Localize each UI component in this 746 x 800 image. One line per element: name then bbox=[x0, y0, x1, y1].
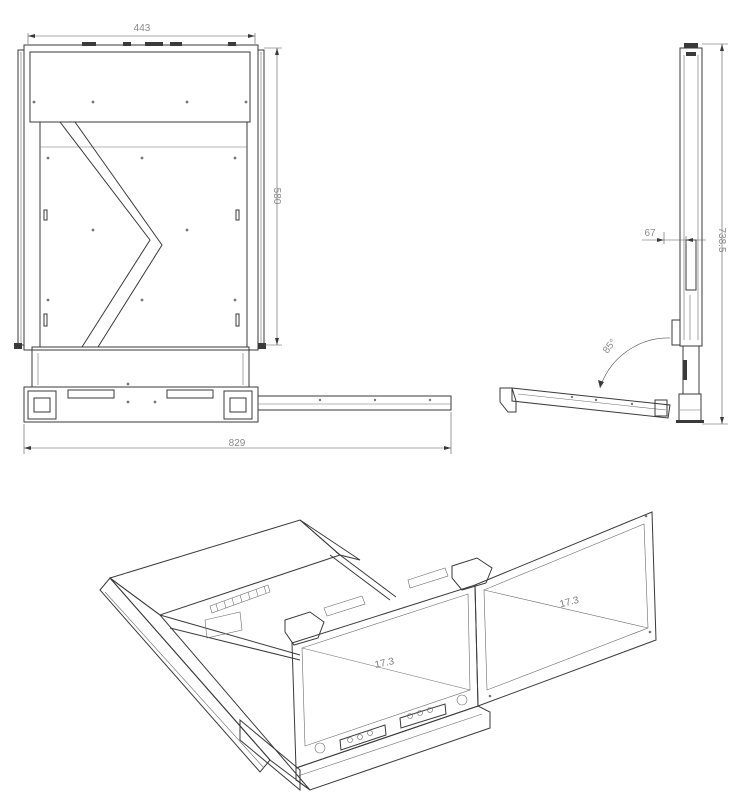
dimension-extended-width-label: 829 bbox=[229, 438, 246, 449]
angle-label: 85° bbox=[601, 337, 619, 356]
iso-left-monitor-frame bbox=[291, 584, 479, 769]
dimension-width-label: 443 bbox=[134, 23, 151, 34]
dimension-height-label: 580 bbox=[271, 188, 282, 205]
iso-hinge-right bbox=[451, 557, 493, 591]
iso-front-bezel bbox=[295, 705, 491, 791]
isometric-view: 17.3 17.3 bbox=[99, 511, 657, 792]
keyboard-tray bbox=[31, 346, 250, 388]
screen-area bbox=[39, 121, 248, 348]
upper-panel bbox=[29, 51, 251, 123]
dimension-offset: 67 bbox=[642, 228, 706, 244]
right-handle bbox=[223, 390, 253, 420]
left-handle bbox=[27, 390, 57, 420]
dimension-side-height: 738.5 bbox=[702, 43, 728, 425]
dimension-height: 580 bbox=[264, 47, 282, 346]
label-slot-left bbox=[67, 389, 115, 399]
dimension-side-height-label: 738.5 bbox=[716, 227, 727, 252]
label-slot-right bbox=[166, 389, 214, 399]
iso-left-monitor-screen bbox=[301, 593, 471, 747]
dimension-extended-width: 829 bbox=[23, 412, 452, 454]
iso-hinge-left bbox=[284, 611, 325, 646]
extended-slide-rail bbox=[257, 395, 452, 411]
iso-right-screen-label: 17.3 bbox=[559, 595, 581, 610]
side-tray-arm bbox=[511, 387, 671, 419]
front-chassis-outline bbox=[23, 44, 259, 351]
dimension-offset-label: 67 bbox=[644, 228, 656, 239]
dimension-width: 443 bbox=[27, 23, 256, 44]
angle-indicator: 85° bbox=[598, 337, 671, 389]
side-body bbox=[679, 47, 703, 347]
front-view: 443 580 829 bbox=[14, 23, 452, 454]
iso-right-monitor-frame bbox=[474, 511, 657, 707]
front-handle-bar bbox=[23, 386, 259, 423]
side-view: 85° 67 738.5 bbox=[499, 43, 728, 425]
iso-left-screen-label: 17.3 bbox=[374, 656, 396, 671]
